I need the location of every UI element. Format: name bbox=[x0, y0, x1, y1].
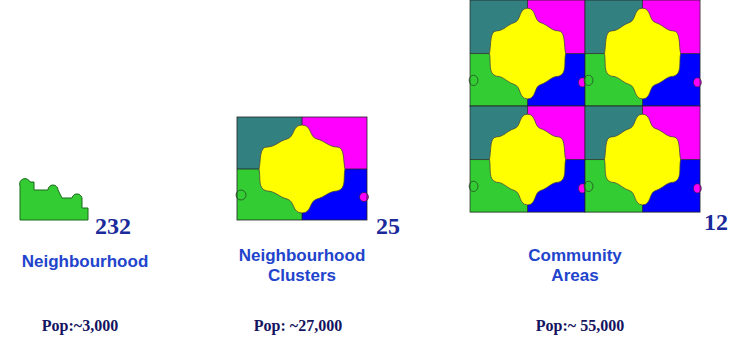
neighbourhood-piece bbox=[20, 179, 88, 220]
count-number: 25 bbox=[376, 212, 400, 241]
cluster-tile bbox=[469, 0, 586, 106]
cluster-tile bbox=[584, 106, 701, 212]
level-name: Neighbourhood Clusters bbox=[237, 246, 367, 287]
level-name: Neighbourhood bbox=[10, 252, 160, 272]
cluster-tile bbox=[469, 106, 586, 212]
population-note: Pop:~3,000 bbox=[10, 316, 150, 335]
population-note: Pop: ~27,000 bbox=[223, 316, 373, 335]
count-number: 232 bbox=[95, 212, 131, 241]
population-note: Pop:~ 55,000 bbox=[505, 316, 655, 335]
level-name: Community Areas bbox=[520, 246, 630, 287]
cluster-tile bbox=[236, 117, 369, 220]
count-number: 12 bbox=[704, 208, 728, 237]
cluster-tile bbox=[584, 0, 701, 106]
